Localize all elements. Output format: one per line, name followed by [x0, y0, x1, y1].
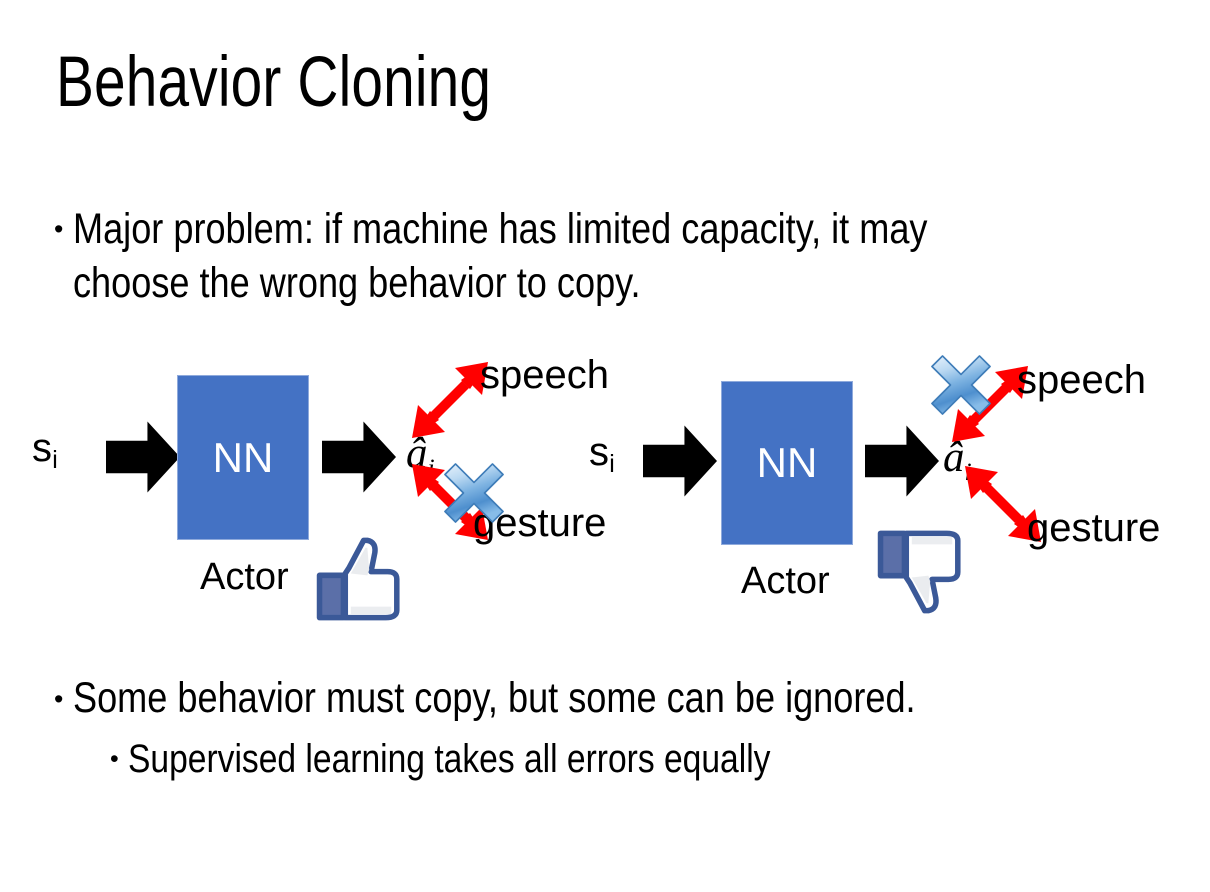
nn-box-left: NN	[177, 375, 309, 540]
bullet-major-problem: • Major problem: if machine has limited …	[54, 202, 1174, 310]
branch-label-gesture-right: gesture	[1027, 506, 1161, 550]
nn-label-left: NN	[212, 433, 274, 481]
branch-label-speech-right: speech	[1017, 358, 1146, 402]
input-arrow-left	[106, 421, 180, 493]
action-output-right: âi	[943, 434, 972, 486]
bullet-text: Major problem: if machine has limited ca…	[72, 205, 938, 308]
cross-out-icon-speech-right	[931, 355, 991, 415]
input-arrow-right	[643, 425, 717, 497]
page-title: Behavior Cloning	[56, 43, 492, 122]
bullet-marker-icon: •	[54, 683, 64, 714]
bullet-some-behavior: • Some behavior must copy, but some can …	[54, 672, 1184, 724]
bullet-marker-icon: •	[110, 745, 119, 773]
action-output-left: âi	[406, 430, 435, 482]
actor-caption-right: Actor	[741, 560, 830, 602]
cross-out-icon-gesture-left	[444, 463, 504, 523]
thumbs-down-icon	[877, 530, 961, 614]
state-label-right: si	[589, 430, 615, 479]
bullet-supervised-learning: • Supervised learning takes all errors e…	[110, 735, 1210, 784]
branch-label-speech-left: speech	[480, 353, 609, 397]
nn-box-right: NN	[721, 381, 853, 545]
diagram-good-case: si NN Actor âi speech gesture	[18, 340, 609, 640]
output-arrow-left	[322, 421, 396, 493]
actor-caption-left: Actor	[200, 556, 289, 598]
thumbs-up-icon	[316, 537, 400, 621]
state-label-left: si	[32, 426, 58, 475]
nn-label-right: NN	[756, 439, 818, 486]
bullet-text: Supervised learning takes all errors equ…	[127, 737, 771, 781]
bullet-text: Some behavior must copy, but some can be…	[72, 674, 916, 722]
diagram-bad-case: si NN Actor âi speech	[565, 340, 1193, 640]
output-arrow-right	[865, 425, 939, 497]
bullet-marker-icon: •	[54, 213, 64, 244]
